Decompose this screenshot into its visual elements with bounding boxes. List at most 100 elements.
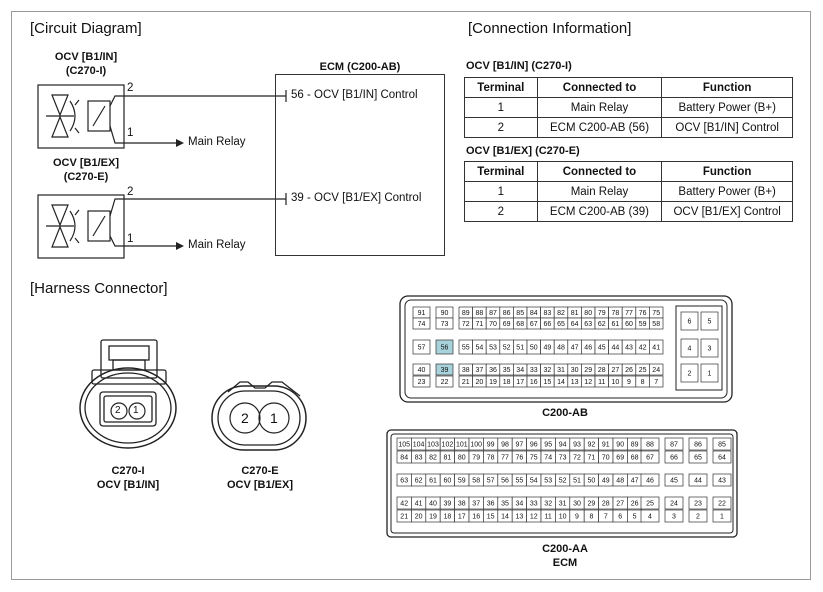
connector-pin-label: 71 — [588, 455, 596, 462]
ocv-in-box — [37, 84, 125, 149]
connector-pin-label: 83 — [415, 455, 423, 462]
connector-pin-label: 33 — [530, 367, 538, 374]
connector-pin-label: 41 — [415, 501, 423, 508]
connector-pin-label: 65 — [557, 321, 565, 328]
connector-pin-label: 49 — [602, 478, 610, 485]
connector-pin — [664, 509, 684, 523]
ecm-box — [275, 74, 445, 256]
connector-pin-label: 46 — [584, 345, 592, 352]
connector-pin — [649, 375, 664, 388]
table-row: 2 ECM C200-AB (39) OCV [B1/EX] Control — [464, 201, 793, 222]
ocv-in-pin1: 1 — [127, 127, 134, 139]
connector-pin-label: 96 — [530, 442, 538, 449]
connector-pin-label: 32 — [544, 367, 552, 374]
connector-pin — [688, 450, 708, 464]
wire-in-pin2 — [109, 95, 286, 107]
connector-pin-label: 12 — [530, 514, 538, 521]
connector-pin-label: 85 — [516, 310, 524, 317]
connector-pin-label: 14 — [501, 514, 509, 521]
connector-pin-label: 100 — [470, 442, 482, 449]
connector-pin-label: 62 — [598, 321, 606, 328]
connector-pin-label: 24 — [652, 367, 660, 374]
connector-pin — [435, 363, 454, 376]
connector-pin — [688, 509, 708, 523]
ecm-pin-39: 39 - OCV [B1/EX] Control — [291, 192, 422, 204]
connector-pin-label: 41 — [652, 345, 660, 352]
connector-pin — [640, 473, 660, 487]
connector-pin-label: 13 — [516, 514, 524, 521]
connector-pin — [680, 338, 699, 358]
connector-pin-label: 85 — [718, 442, 726, 449]
connector-pin-label: 5 — [708, 319, 712, 326]
connector-pin-label: 62 — [415, 478, 423, 485]
connector-pin-label: 83 — [544, 310, 552, 317]
connector-pin-label: 95 — [544, 442, 552, 449]
connector-pin-label: 3 — [672, 514, 676, 521]
main-relay-label-in: Main Relay — [188, 136, 246, 148]
connector-pin-label: 91 — [418, 310, 426, 317]
connector-pin-label: 6 — [688, 319, 692, 326]
connector-pin-label: 32 — [544, 501, 552, 508]
connector-pin-label: 43 — [718, 478, 726, 485]
connector-pin — [712, 437, 732, 451]
connector-pin-label: 27 — [612, 367, 620, 374]
connector-pin-label: 5 — [633, 514, 637, 521]
connector-pin-label: 14 — [557, 379, 565, 386]
c270e-connector — [211, 381, 307, 451]
table1-title: OCV [B1/IN] (C270-I) — [466, 60, 572, 72]
connector-pin-label: 31 — [559, 501, 567, 508]
connector-pin-label: 81 — [571, 310, 579, 317]
connector-pin-label: 22 — [441, 379, 449, 386]
connector-pin-label: 67 — [530, 321, 538, 328]
connector-pin-label: 99 — [487, 442, 495, 449]
connector-pin-label: 51 — [573, 478, 581, 485]
connector-pin-label: 66 — [544, 321, 552, 328]
connector-pin-label: 24 — [670, 501, 678, 508]
connector-pin-label: 90 — [616, 442, 624, 449]
connector-pin-label: 76 — [516, 455, 524, 462]
connector-pin-label: 81 — [444, 455, 452, 462]
connector-pin-label: 28 — [598, 367, 606, 374]
connector-pin-label: 79 — [472, 455, 480, 462]
connector-pin-label: 59 — [639, 321, 647, 328]
connector-pin-label: 1 — [708, 371, 712, 378]
ocv-in-valve-bottom — [51, 115, 69, 138]
connector-pin-label: 64 — [571, 321, 579, 328]
connector-pin-label: 25 — [639, 367, 647, 374]
connector-pin-label: 40 — [418, 367, 426, 374]
connector-pin — [712, 450, 732, 464]
connector-pin-label: 19 — [429, 514, 437, 521]
connector-pin-label: 15 — [544, 379, 552, 386]
connector-pin-label: 73 — [559, 455, 567, 462]
circuit-diagram-title: [Circuit Diagram] — [30, 20, 142, 37]
connector-pin-label: 91 — [602, 442, 610, 449]
ocv-ex-solenoid — [87, 210, 111, 242]
ocv-in-pin2: 2 — [127, 82, 134, 94]
connector-pin — [649, 317, 664, 330]
connector-pin — [688, 496, 708, 510]
connector-pin-label: 51 — [516, 345, 524, 352]
page-frame — [11, 11, 811, 580]
connector-pin-label: 53 — [489, 345, 497, 352]
connector-pin-label: 1 — [720, 514, 724, 521]
connector-pin-label: 101 — [456, 442, 468, 449]
connection-info-title: [Connection Information] — [468, 20, 632, 37]
connector-pin-label: 86 — [503, 310, 511, 317]
connector-pin-label: 63 — [584, 321, 592, 328]
connector-pin-label: 74 — [544, 455, 552, 462]
connector-pin-label: 66 — [670, 455, 678, 462]
connector-pin-label: 44 — [694, 478, 702, 485]
connector-pin-label: 21 — [400, 514, 408, 521]
connector-pin-label: 30 — [573, 501, 581, 508]
connector-pin-label: 2 — [688, 371, 692, 378]
wire-in-pin1 — [109, 125, 176, 144]
connector-pin-label: 75 — [652, 310, 660, 317]
c200ab-caption: C200-AB — [542, 407, 588, 419]
connector-pin-label: 4 — [648, 514, 652, 521]
connector-pin-label: 37 — [472, 501, 480, 508]
connector-pin-label: 60 — [444, 478, 452, 485]
